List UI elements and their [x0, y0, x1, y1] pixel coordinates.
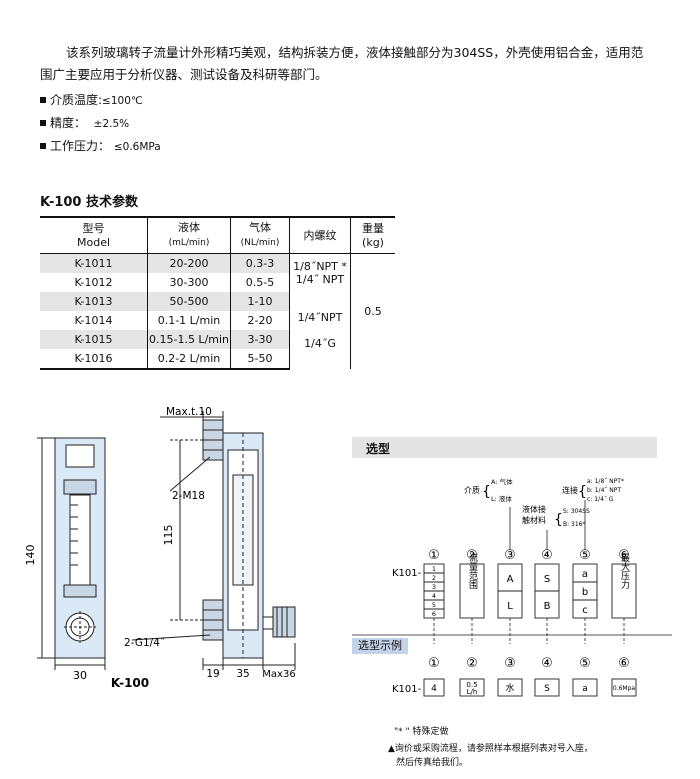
- circle-num: ①: [428, 656, 440, 671]
- drawing-model-label: K-100: [111, 676, 149, 690]
- wet-option-b: B: 316*: [563, 521, 586, 528]
- wet-label-1: 液体接: [522, 504, 546, 514]
- bullet-square-icon: [40, 97, 46, 103]
- circle-num: ⑤: [579, 548, 591, 563]
- example-medium: 水: [505, 682, 514, 694]
- conn-code-a: a: [582, 569, 588, 580]
- circle-num: ⑥: [618, 656, 630, 671]
- circle-num: ④: [541, 656, 553, 671]
- circle-num: ②: [466, 656, 478, 671]
- example-range-value: 0.5: [466, 681, 477, 689]
- intro-line-1: 该系列玻璃转子流量计外形精巧美观，结构拆装方便，液体接触部分为304SS，外壳使…: [66, 45, 644, 60]
- conn-option-b: b: 1/4˝ NPT: [587, 487, 621, 494]
- model-prefix: K101-: [392, 568, 422, 579]
- circle-num: ③: [504, 548, 516, 563]
- weight-cell: 0.5: [350, 253, 395, 369]
- example-conn: a: [582, 684, 588, 694]
- dim-30: 30: [73, 669, 87, 682]
- circle-num: ④: [541, 548, 553, 563]
- dim-140: 140: [24, 545, 37, 566]
- table-title: K-100 技术参数: [40, 195, 139, 210]
- spec-temperature: 介质温度:≤100℃: [40, 91, 143, 108]
- note-order: ▲询价或采购流程，请参照样本根据列表对号入座， 然后传真给我们。: [388, 742, 593, 770]
- conn-code-c: c: [582, 605, 588, 616]
- range-code: 3: [432, 583, 436, 591]
- note-order-line-2: 然后传真给我们。: [396, 758, 469, 768]
- spec-accuracy: 精度： ±2.5%: [40, 114, 129, 131]
- dim-115: 115: [162, 525, 175, 546]
- dim-35: 35: [236, 668, 249, 680]
- conn-option-c: c: 1/4˝ G: [587, 496, 614, 503]
- flowmeter-drawing: 140 30 Max.t.10 2-M18 115 2-G1/4˝: [24, 406, 296, 690]
- front-view: [37, 437, 106, 670]
- header-liquid: 液体(mL/min): [147, 216, 231, 254]
- circled-numbers-bottom: ① ② ③ ④ ⑤ ⑥: [428, 656, 630, 671]
- range-code: 1: [432, 565, 436, 573]
- range-codes: 1 2 3 4 5 6: [432, 565, 436, 618]
- note-order-line-1: ▲询价或采购流程，请参照样本根据列表对号入座，: [388, 744, 593, 754]
- example-range-unit: L/h: [467, 688, 478, 696]
- circled-numbers-top: ① ② ③ ④ ⑤ ⑥: [428, 548, 630, 563]
- wet-label-2: 触材料: [522, 515, 546, 525]
- example-label: 选型示例: [352, 638, 408, 654]
- thread-cell-a: 1/8˝NPT *1/4˝ NPT: [289, 253, 351, 292]
- example-range-code: 4: [431, 684, 437, 694]
- dim-max36: Max36: [262, 669, 295, 680]
- wet-brace: {: [554, 512, 563, 528]
- selection-diagram: 介质 { A: 气体 L: 液体 连接 { a: 1/8˝ NPT* b: 1/…: [352, 477, 672, 697]
- range-code: 6: [432, 610, 436, 618]
- side-view: [131, 411, 296, 670]
- dim-g14: 2-G1/4˝: [124, 637, 165, 649]
- bullet-square-icon: [40, 143, 46, 149]
- medium-label: 介质: [464, 485, 480, 495]
- dim-19: 19: [206, 668, 219, 680]
- intro-line-2: 围广主要应用于分析仪器、测试设备及科研等部门。: [40, 67, 328, 82]
- selection-title: 选型: [366, 442, 391, 456]
- conn-brace: {: [578, 484, 587, 500]
- range-code: 5: [432, 601, 436, 609]
- header-weight: 重量(kg): [350, 216, 395, 254]
- bullet-square-icon: [40, 120, 46, 126]
- pressure-label: 最大压力: [619, 553, 630, 590]
- note-special: "* " 特殊定做: [394, 727, 449, 737]
- medium-brace: {: [482, 484, 491, 500]
- conn-code-b: b: [582, 587, 588, 598]
- conn-label: 连接: [562, 485, 578, 495]
- circle-num: ⑥: [618, 548, 630, 563]
- range-label: 流量范围: [467, 552, 478, 590]
- medium-code-l: L: [507, 601, 513, 612]
- circle-num: ①: [428, 548, 440, 563]
- mat-code-b: B: [544, 601, 551, 612]
- medium-code-a: A: [507, 574, 514, 585]
- circle-num: ③: [504, 656, 516, 671]
- selection-header: 选型: [352, 437, 657, 458]
- mat-code-s: S: [544, 574, 550, 585]
- medium-option-l: L: 液体: [491, 494, 512, 503]
- circle-num: ⑤: [579, 656, 591, 671]
- circle-num: ②: [466, 548, 478, 563]
- example-pressure: 0.6Mpa: [613, 685, 636, 692]
- range-code: 4: [432, 592, 436, 600]
- medium-option-a: A: 气体: [491, 477, 513, 486]
- header-thread: 内螺纹: [289, 216, 351, 254]
- dim-m18: 2-M18: [172, 490, 205, 502]
- intro-paragraph: 该系列玻璃转子流量计外形精巧美观，结构拆装方便，液体接触部分为304SS，外壳使…: [40, 42, 680, 86]
- example-prefix: K101-: [392, 684, 422, 695]
- header-gas: 气体(NL/min): [230, 216, 290, 254]
- range-code: 2: [432, 574, 436, 582]
- dim-max-t: Max.t.10: [166, 406, 212, 418]
- wet-option-s: S: 304SS: [563, 508, 590, 515]
- conn-option-a: a: 1/8˝ NPT*: [587, 478, 624, 485]
- spec-pressure: 工作压力： ≤0.6MPa: [40, 137, 161, 154]
- example-material: S: [544, 684, 550, 694]
